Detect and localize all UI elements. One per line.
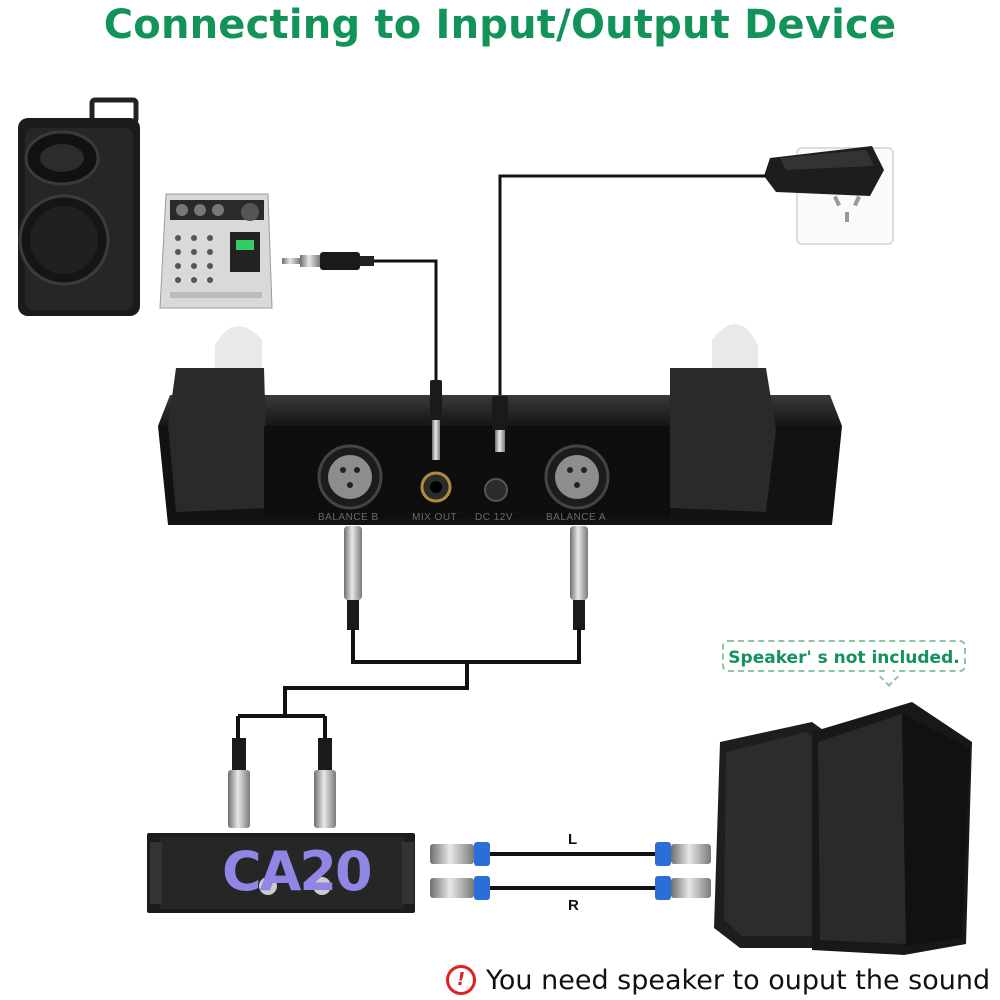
passive-speakers [714, 702, 972, 955]
xlr-cable-run [236, 628, 581, 742]
cable-label-l: L [568, 831, 578, 848]
amplifier-brand: CA20 [222, 840, 373, 903]
jack-label-mix-out: MIX OUT [412, 512, 458, 523]
warning-text: You need speaker to ouput the sound [486, 964, 991, 996]
jack-label-balance-b: BALANCE B [318, 512, 379, 523]
xlr-plug-a [570, 526, 588, 630]
speaker-note: Speaker' s not included. [722, 640, 966, 672]
quarter-inch-plug [282, 252, 374, 270]
xlr-plug-b [344, 526, 362, 630]
page-title: Connecting to Input/Output Device [103, 2, 897, 48]
portable-speaker [18, 97, 140, 316]
speakon-connectors [430, 842, 711, 900]
dc-power-cable [498, 174, 766, 398]
power-adapter [764, 146, 884, 196]
mix-out-cable [372, 259, 438, 385]
exclamation-icon: ! [446, 965, 476, 995]
audio-mixer [159, 193, 273, 309]
dc-plug [492, 396, 508, 452]
xlr-plug-amp-right [314, 738, 336, 828]
jack-label-dc: DC 12V [475, 512, 514, 523]
mix-out-plug [430, 380, 442, 460]
warning-row: ! You need speaker to ouput the sound [446, 960, 990, 1000]
jack-label-balance-a: BALANCE A [546, 512, 607, 523]
cable-label-r: R [568, 897, 579, 914]
power-amplifier [147, 833, 415, 913]
xlr-plug-amp-left [228, 738, 250, 828]
